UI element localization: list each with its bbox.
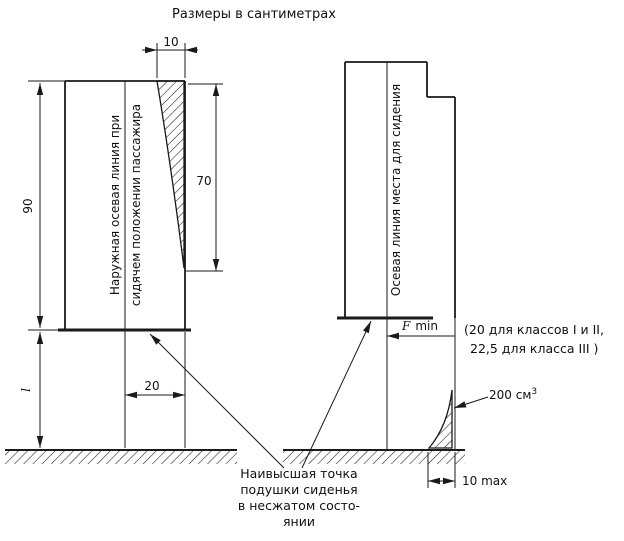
callout-highest-point: Наивысшая точка подушки сиденья в несжат… — [149, 320, 372, 529]
backrest-hatched-wedge — [156, 80, 185, 269]
fmin-note-line1: (20 для классов I и II, — [464, 322, 604, 337]
left-ground-hatching — [5, 451, 237, 464]
left-axis-label-line2: сидячем положении пассажира — [129, 104, 143, 306]
right-axis-label: Осевая линия места для сидения — [389, 84, 403, 296]
dim20-label: 20 — [144, 379, 159, 393]
callout-line2: подушки сиденья — [240, 482, 357, 497]
dim70-label-background — [193, 173, 215, 189]
dim-l-label: l — [19, 388, 33, 392]
callout-line1: Наивысшая точка — [240, 466, 357, 481]
volume-value: 200 см — [489, 388, 531, 402]
dim-fmin-suffix: min — [415, 319, 438, 333]
diagram-title: Размеры в сантиметрах — [172, 7, 336, 22]
volume-leader-arrow — [453, 396, 489, 409]
callout-line3: в несжатом состо- — [238, 498, 360, 513]
dim70-label: 70 — [196, 174, 211, 188]
callout-line4: янии — [283, 514, 315, 529]
callout-arrow-left — [149, 333, 285, 469]
callout-arrow-right — [301, 320, 372, 469]
right-ground-hatching — [283, 451, 465, 464]
dim-fmin-symbol: F — [401, 319, 411, 333]
fmin-note-line2: 22,5 для класса III ) — [470, 341, 598, 356]
volume-exponent: 3 — [531, 387, 537, 397]
left-axis-label-line1: Наружная осевая линия при — [108, 115, 122, 295]
dim10max-label: 10 max — [462, 474, 507, 488]
volume-label: 200 см3 — [489, 387, 537, 402]
left-figure: 10 70 90 l 20 Наружная осевая линия при … — [5, 35, 237, 464]
dim90-label: 90 — [21, 198, 35, 213]
volume-hatched-wedge — [427, 389, 453, 449]
dim10-label: 10 — [163, 35, 178, 49]
